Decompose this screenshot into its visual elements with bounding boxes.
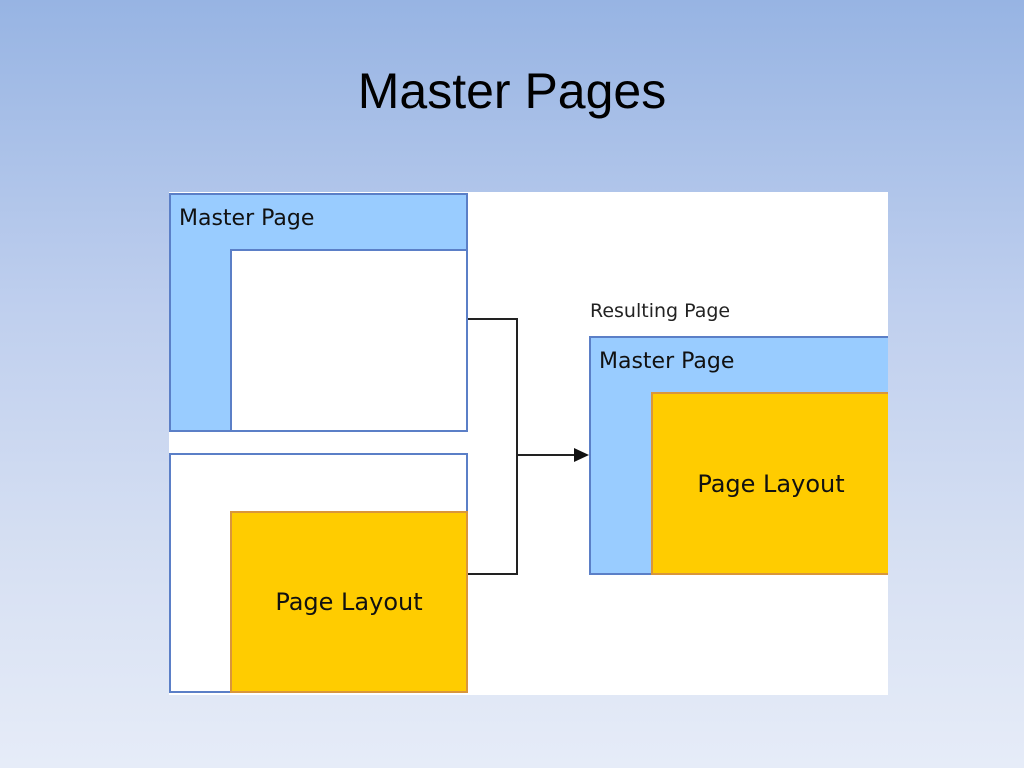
master-content-placeholder: [230, 249, 468, 432]
page-layout-label: Page Layout: [275, 588, 423, 616]
result-master-page-label: Master Page: [599, 349, 735, 374]
master-page-label: Master Page: [179, 206, 315, 231]
merge-bracket-line: [468, 318, 518, 575]
merge-arrow-head: [574, 448, 589, 462]
page-layout-box: Page Layout: [230, 511, 468, 693]
result-page-layout-label: Page Layout: [697, 469, 845, 498]
connector-lines: [468, 318, 589, 575]
slide-title: Master Pages: [357, 63, 667, 119]
master-pages-diagram: Master Page Page Layout Resulting Page M…: [169, 192, 888, 695]
resulting-page-caption: Resulting Page: [590, 300, 731, 322]
result-page-layout-box: Page Layout: [651, 392, 888, 575]
